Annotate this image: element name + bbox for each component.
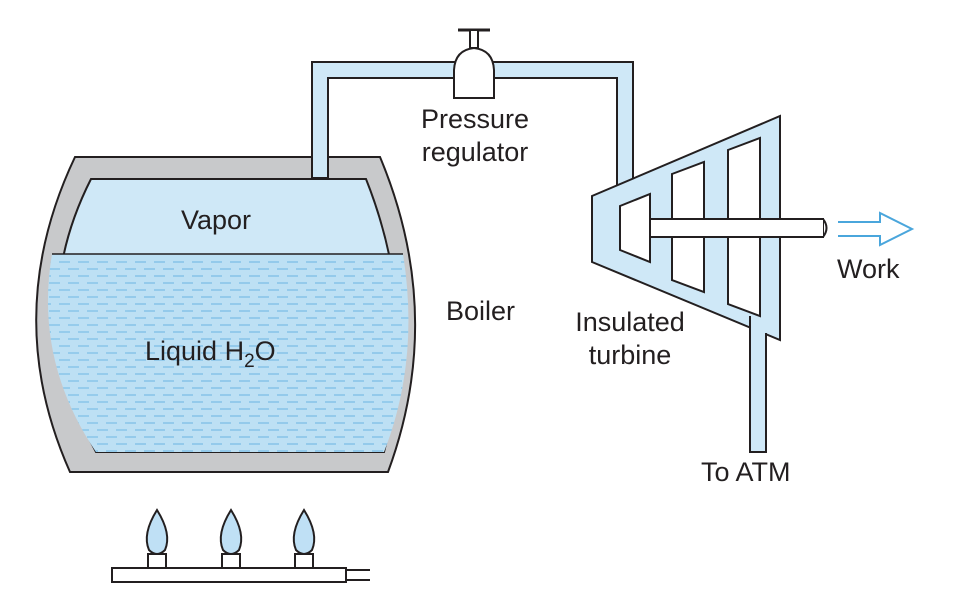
work-output-arrow (838, 211, 915, 247)
flame-2 (219, 508, 243, 569)
pressure-label-line2: regulator (421, 137, 529, 167)
insulated-turbine-label: Insulated turbine (550, 306, 710, 372)
boiler-label: Boiler (446, 296, 516, 326)
turbine-label-line2: turbine (588, 340, 672, 370)
burner (111, 508, 370, 583)
pressure-regulator-valve (453, 28, 495, 99)
flame-1 (145, 508, 169, 569)
turbine-label-line1: Insulated (575, 307, 685, 337)
exhaust-pipe (749, 316, 767, 453)
liquid-surface-dashes (47, 261, 409, 452)
turbine-stage-1 (619, 192, 651, 264)
liquid-label-tail: O (254, 336, 276, 366)
to-atm-label: To ATM (701, 457, 791, 487)
vapor-label: Vapor (181, 205, 252, 235)
liquid-label-subscript: 2 (244, 351, 255, 372)
liquid-water-label: Liquid H2O (145, 335, 276, 372)
pressure-regulator-label: Pressure regulator (395, 103, 555, 169)
work-label: Work (837, 254, 900, 284)
liquid-label-main: Liquid H (145, 336, 245, 366)
pressure-label-line1: Pressure (420, 104, 530, 134)
flame-3 (292, 508, 316, 569)
